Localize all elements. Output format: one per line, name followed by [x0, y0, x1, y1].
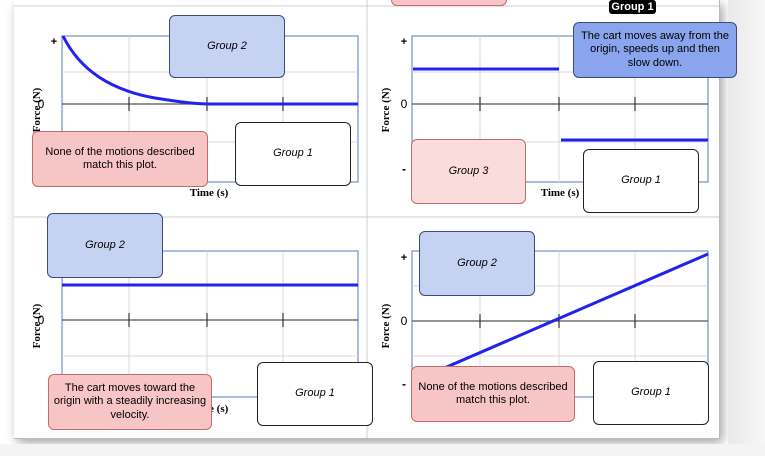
group-card[interactable]: Group 2: [169, 15, 285, 78]
group-card[interactable]: Group 2: [419, 231, 535, 296]
y-tick-plus: +: [401, 36, 407, 48]
y-tick-zero: 0: [401, 314, 408, 328]
x-axis-label: Time (s): [541, 187, 580, 199]
dragged-group-tag[interactable]: Group 1: [609, 0, 656, 14]
force-ramp-line: [411, 252, 709, 384]
force-curve: [61, 35, 358, 106]
description-card[interactable]: None of the motions described match this…: [411, 366, 575, 422]
description-card[interactable]: The cart moves away from the origin, spe…: [573, 22, 737, 78]
group-card[interactable]: Group 1: [257, 362, 373, 426]
y-tick-plus: +: [51, 36, 57, 48]
description-card[interactable]: The cart moves toward the origin with a …: [48, 374, 212, 430]
y-tick-minus: -: [402, 377, 406, 391]
bottom-shadow: [0, 444, 765, 456]
y-tick-plus: +: [401, 252, 407, 264]
group-card[interactable]: Group 3: [411, 139, 526, 204]
x-axis-label: Time (s): [190, 187, 229, 199]
y-tick-zero: 0: [38, 97, 45, 111]
group-card[interactable]: Group 1: [235, 122, 351, 186]
y-axis-label: Force (N): [31, 303, 43, 348]
y-tick-zero: 0: [401, 97, 408, 111]
y-tick-minus: -: [402, 162, 406, 176]
y-tick-zero: 0: [38, 313, 45, 327]
group-card[interactable]: Group 1: [593, 361, 709, 425]
y-axis-label: Force (N): [31, 87, 43, 132]
group-card[interactable]: Group 1: [583, 149, 699, 213]
group-card[interactable]: Group 2: [47, 213, 163, 278]
description-card[interactable]: None of the motions described match this…: [32, 131, 208, 187]
y-axis-label: Force (N): [380, 87, 392, 132]
y-axis-label: Force (N): [380, 303, 392, 348]
partial-answer-card[interactable]: [391, 0, 507, 6]
